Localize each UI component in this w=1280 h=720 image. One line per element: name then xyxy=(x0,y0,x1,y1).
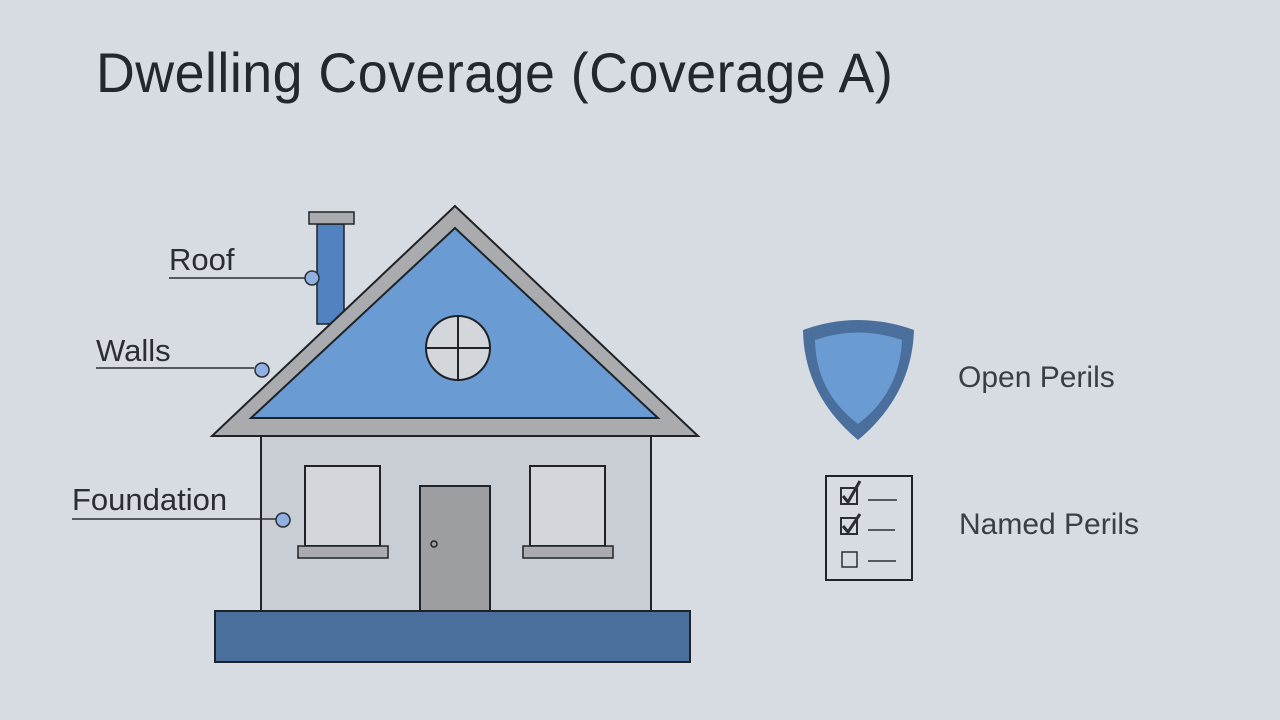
foundation xyxy=(214,610,691,663)
legend-label-open-perils: Open Perils xyxy=(958,361,1115,394)
page-title: Dwelling Coverage (Coverage A) xyxy=(96,41,894,104)
callout-roof-line xyxy=(169,270,320,286)
attic-window xyxy=(425,315,491,381)
chimney xyxy=(308,211,355,325)
callout-walls-line xyxy=(96,362,270,378)
callout-label-roof: Roof xyxy=(169,242,235,277)
checklist-icon xyxy=(825,475,913,581)
shield-icon xyxy=(803,320,914,440)
door xyxy=(419,485,491,612)
left-window xyxy=(297,465,389,559)
callout-label-foundation: Foundation xyxy=(72,482,228,517)
legend-label-named-perils: Named Perils xyxy=(959,508,1140,541)
callout-label-walls: Walls xyxy=(96,333,171,368)
right-window xyxy=(522,465,614,559)
callout-foundation-line xyxy=(72,512,291,528)
